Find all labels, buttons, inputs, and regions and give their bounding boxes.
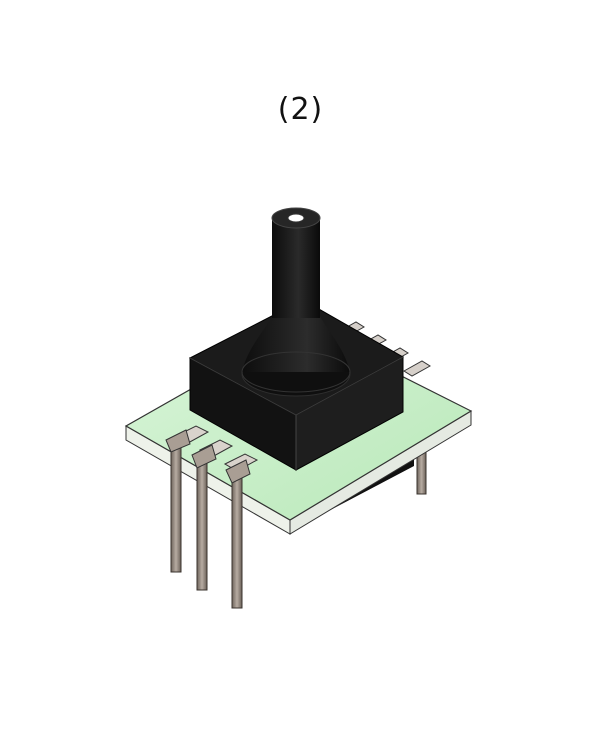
pressure-port-tube [271, 207, 321, 318]
port-cone [241, 312, 351, 397]
figure-caption: (2) [277, 92, 324, 127]
front-leads [165, 425, 259, 609]
